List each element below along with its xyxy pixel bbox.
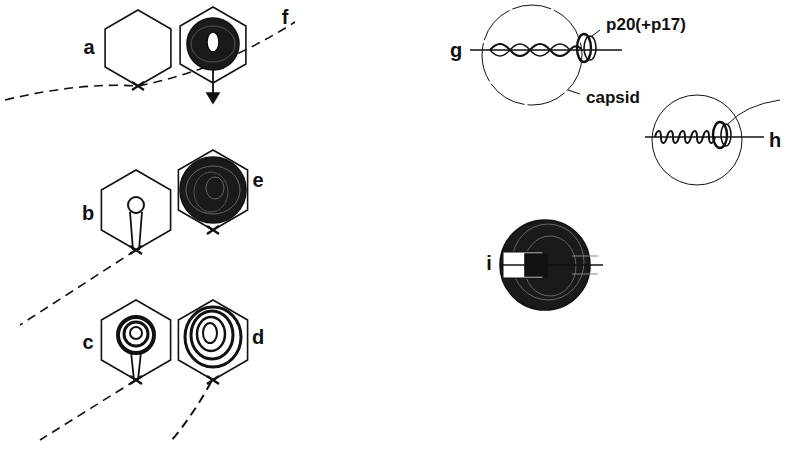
dna-coil: [185, 307, 241, 367]
figure-label: capsid: [586, 89, 640, 106]
capsid-hexagon: [105, 10, 171, 86]
figure-label: g: [450, 40, 462, 60]
figure-label: d: [252, 327, 264, 347]
dna-strand: [40, 380, 136, 440]
exit-arrowhead: [207, 93, 219, 103]
dna-coil: [206, 177, 224, 199]
portal-knot: [132, 82, 144, 90]
leader-line: [728, 100, 780, 124]
portal-knot: [207, 376, 219, 384]
portal-ring: [584, 36, 596, 60]
dna-strand: [20, 250, 136, 325]
figure-label: a: [83, 37, 94, 57]
dna-stem: [131, 352, 141, 380]
dna-axis: [500, 264, 603, 266]
dna-coil: [187, 18, 239, 70]
figure-label: h: [769, 130, 781, 150]
dna-loop: [128, 197, 144, 213]
dna-axis: [470, 49, 622, 50]
dna-strand: [5, 22, 295, 100]
leader-line: [592, 30, 600, 36]
capsid-hexagon: [178, 150, 247, 230]
portal-knot: [207, 226, 219, 234]
dna-stem: [130, 212, 142, 250]
capsid-hexagon: [101, 300, 170, 380]
dna-axis: [645, 136, 764, 137]
dna-coil: [186, 166, 240, 214]
figure-label: f: [282, 7, 289, 27]
figure-label: c: [82, 332, 93, 352]
dna-coil: [191, 311, 233, 359]
dna-coil: [194, 172, 228, 212]
dna-axis: [572, 256, 598, 274]
capsid-circle: [482, 5, 582, 105]
dna-coil: [203, 323, 217, 343]
dna-core: [207, 32, 219, 52]
dna-helix: [490, 44, 570, 56]
dna-helix: [490, 44, 582, 56]
capsid-circle: [652, 95, 742, 185]
dna-coil: [197, 317, 225, 351]
dna-strand: [172, 382, 211, 440]
leader-line: [568, 90, 580, 94]
dna-coil: [191, 26, 235, 62]
capsid-hexagon: [101, 170, 170, 250]
portal-ring: [721, 124, 731, 146]
figure-label: p20(+p17): [606, 16, 686, 33]
figure-label: e: [252, 170, 263, 190]
capsid-hexagon: [178, 300, 247, 380]
dna-coil: [118, 317, 154, 353]
dna-coil: [524, 236, 576, 296]
portal-ring: [713, 122, 727, 148]
figure-label: i: [486, 253, 492, 273]
dna-coils: [655, 131, 715, 143]
figure-label: b: [82, 203, 94, 223]
dna-coil: [124, 322, 148, 346]
dna-coil: [130, 327, 142, 339]
dna-coil: [180, 157, 246, 223]
